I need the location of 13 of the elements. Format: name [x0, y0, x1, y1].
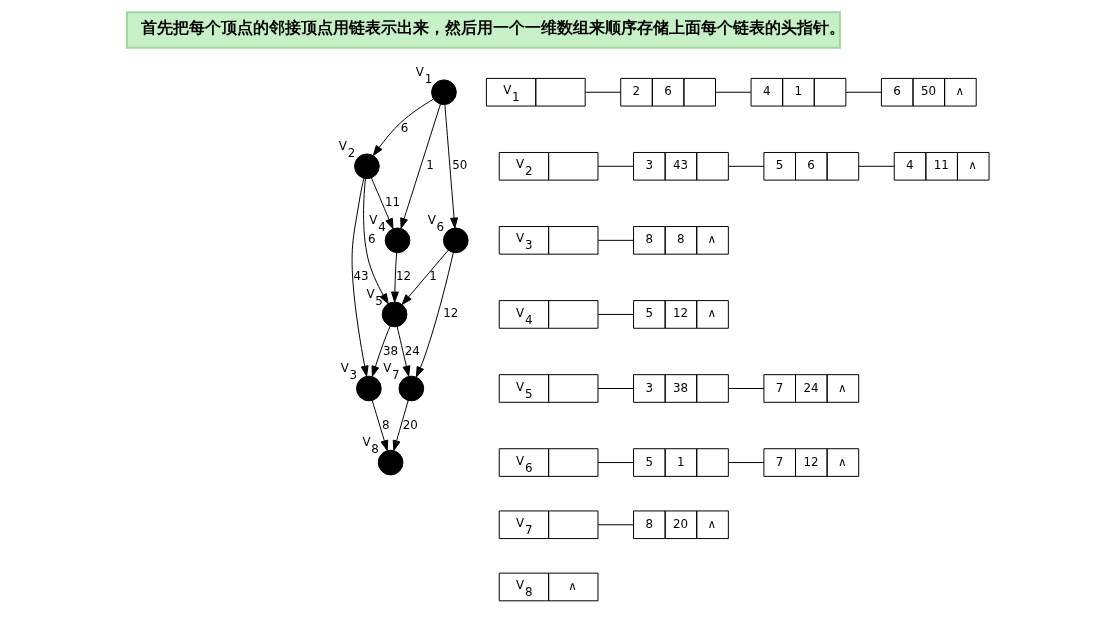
edge-label: 43: [353, 269, 369, 284]
edge-label: 8: [381, 417, 390, 432]
edge-label: 38: [383, 343, 399, 358]
edge-label: 6: [400, 121, 409, 136]
edge-label: 50: [452, 158, 468, 173]
edge-label: 12: [443, 306, 459, 321]
edge-label: 12: [395, 269, 411, 284]
edge-label: 24: [404, 343, 420, 358]
edge-label: 11: [385, 195, 401, 210]
edge-label: 1: [426, 158, 434, 173]
edge-label: 6: [368, 232, 376, 247]
edge-label: 1: [429, 269, 437, 284]
edge-label: 20: [402, 417, 418, 432]
